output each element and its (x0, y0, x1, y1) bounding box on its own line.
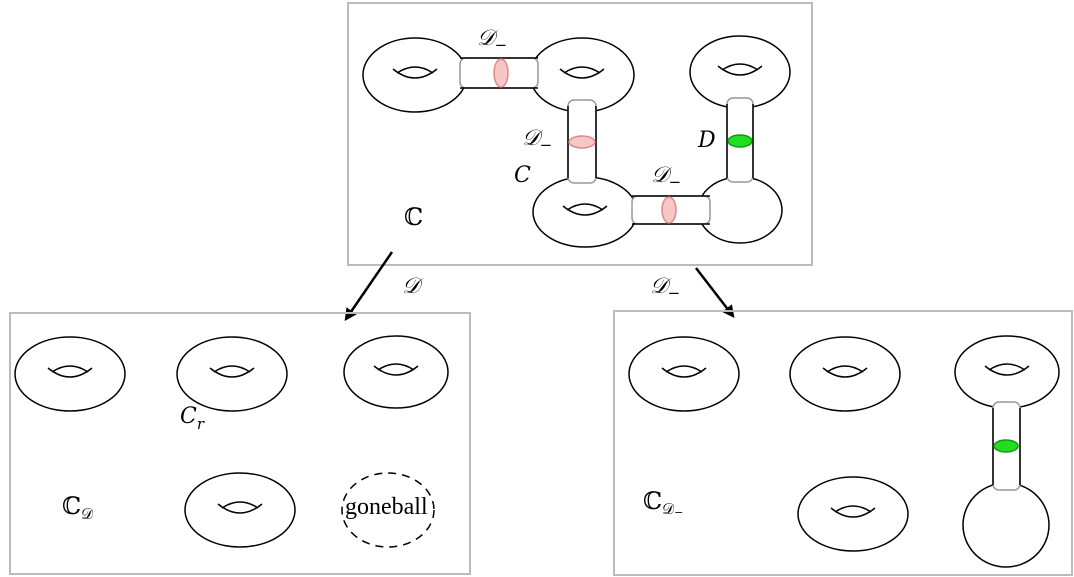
tube-label-3: 𝒟− (651, 163, 681, 191)
cut-disk (493, 58, 509, 88)
torus-hole (559, 66, 605, 79)
tube-vertical-right (992, 401, 1021, 491)
kept-disk (993, 439, 1019, 453)
right-panel-frame (613, 310, 1073, 576)
torus-top-3 (689, 35, 791, 109)
tube-vertical-2 (726, 97, 754, 183)
torus-right-2 (789, 336, 901, 412)
kept-disk (727, 134, 753, 148)
arrow-left (344, 251, 394, 322)
disk-label: D (697, 128, 716, 153)
component-label: Cr (180, 404, 205, 433)
torus-top-4 (532, 176, 638, 248)
torus-hole (217, 501, 263, 514)
torus-hole (209, 365, 255, 378)
torus-top-1 (362, 37, 468, 113)
torus-right-4 (797, 476, 909, 552)
torus-hole (822, 365, 868, 378)
torus-hole (562, 203, 608, 216)
complex-label-left: ℂ𝒟 (62, 492, 93, 523)
arrow-right (695, 267, 735, 318)
arrow-right-label: 𝒟− (650, 274, 680, 302)
torus-hole (47, 365, 93, 378)
cut-disk (661, 196, 677, 224)
top-panel-frame (347, 2, 813, 266)
torus-hole (392, 66, 438, 79)
torus-left-3 (343, 335, 449, 409)
sphere-right (962, 482, 1050, 568)
tube-horizontal-2 (631, 195, 711, 225)
tube-vertical-1 (567, 99, 597, 184)
torus-hole (717, 63, 763, 76)
complex-label-right: ℂ𝒟− (643, 487, 683, 519)
left-panel: goneball Cr ℂ𝒟 (9, 312, 471, 575)
complex-label-top: ℂ (404, 203, 423, 231)
ghost-ball (341, 472, 435, 548)
tube-horizontal-1 (459, 57, 539, 89)
torus-left-2 (176, 336, 288, 412)
ghost-ball-label: goneball (345, 494, 428, 520)
left-panel-frame (9, 312, 471, 575)
cut-disk (568, 135, 596, 149)
top-panel: 𝒟− 𝒟− 𝒟− C D ℂ (347, 2, 813, 266)
torus-left-4 (184, 472, 296, 548)
torus-hole (984, 363, 1030, 376)
torus-left-1 (14, 336, 126, 412)
torus-hole (373, 363, 419, 376)
handle-label: C (514, 163, 531, 188)
arrow-left-label: 𝒟 (402, 274, 424, 299)
tube-label-2: 𝒟− (522, 126, 552, 154)
torus-hole (830, 505, 876, 518)
torus-right-1 (628, 336, 740, 412)
tube-label-1: 𝒟− (477, 26, 507, 54)
torus-hole (661, 365, 707, 378)
right-panel: ℂ𝒟− (613, 310, 1073, 576)
torus-right-3 (954, 335, 1060, 409)
